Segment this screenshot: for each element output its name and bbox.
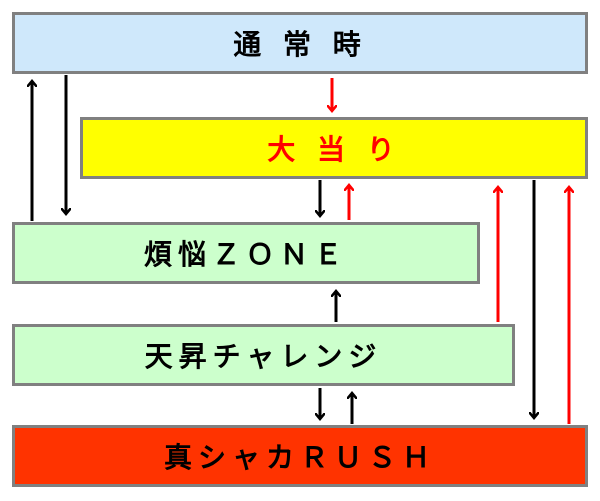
state-zone-label: 煩悩ＺＯＮＥ <box>143 238 348 271</box>
state-jackpot-label: 大 当 り <box>267 133 401 166</box>
state-tensho-challenge: 天昇チャレンジ <box>12 324 515 386</box>
state-jackpot: 大 当 り <box>80 117 588 179</box>
state-normal: 通 常 時 <box>12 12 588 74</box>
state-shinshaka-rush: 真シャカＲＵＳＨ <box>12 425 588 487</box>
state-rush-label: 真シャカＲＵＳＨ <box>163 441 436 474</box>
state-chance-label: 天昇チャレンジ <box>144 340 383 373</box>
state-normal-label: 通 常 時 <box>233 28 367 61</box>
state-bonnou-zone: 煩悩ＺＯＮＥ <box>12 222 480 284</box>
